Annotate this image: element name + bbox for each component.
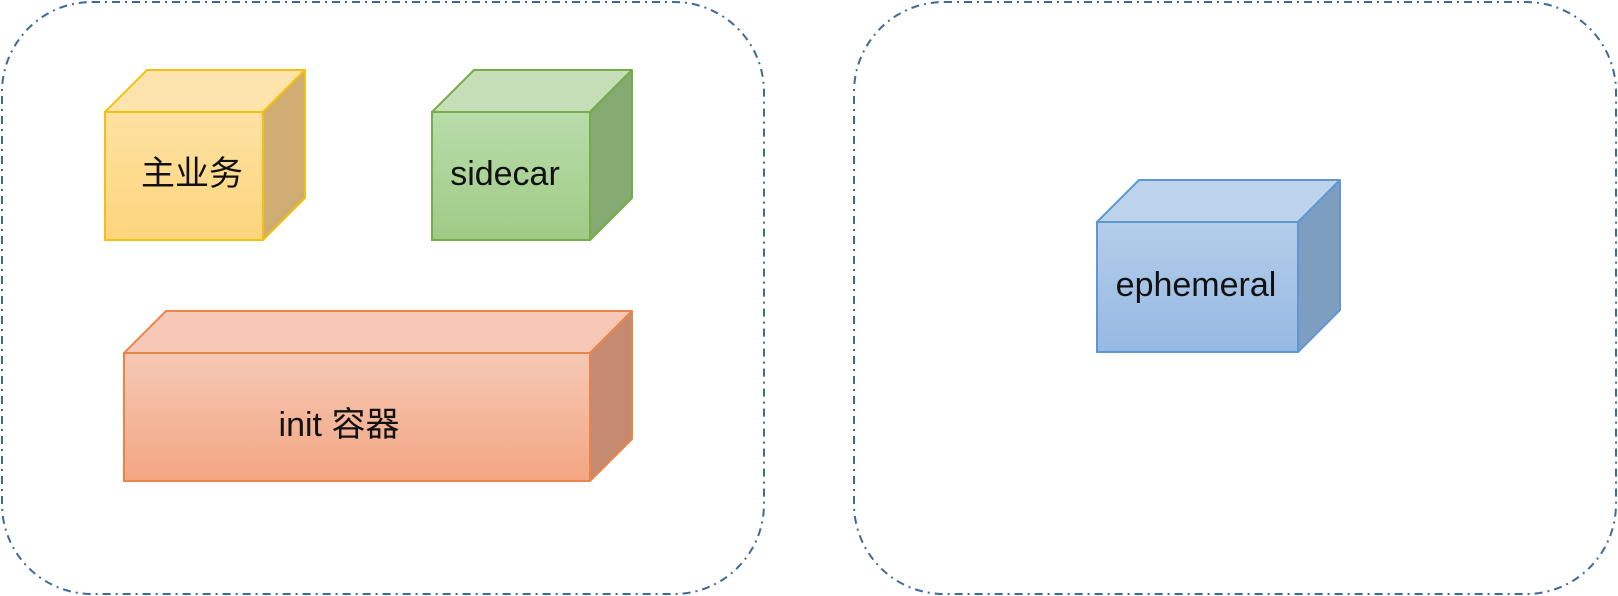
- cube-sidecar-label: sidecar: [450, 155, 560, 193]
- cube-main-business-label: 主业务: [141, 155, 243, 193]
- group-left-container: [1, 1, 765, 595]
- group-right-container: [853, 1, 1617, 595]
- cube-sidecar-front-face: [431, 111, 591, 241]
- cube-init-container-top-face: [123, 310, 633, 354]
- cube-ephemeral: ephemeral: [1096, 179, 1341, 353]
- cube-ephemeral-front-face: [1096, 221, 1299, 353]
- cube-sidecar: sidecar: [431, 69, 633, 241]
- cube-ephemeral-label: ephemeral: [1116, 266, 1277, 304]
- cube-init-container-label: init 容器: [279, 406, 400, 444]
- cube-init-container-front-face: [123, 352, 591, 482]
- cube-main-business: 主业务: [104, 69, 306, 241]
- cube-main-business-front-face: [104, 111, 264, 241]
- cube-init-container: init 容器: [123, 310, 633, 482]
